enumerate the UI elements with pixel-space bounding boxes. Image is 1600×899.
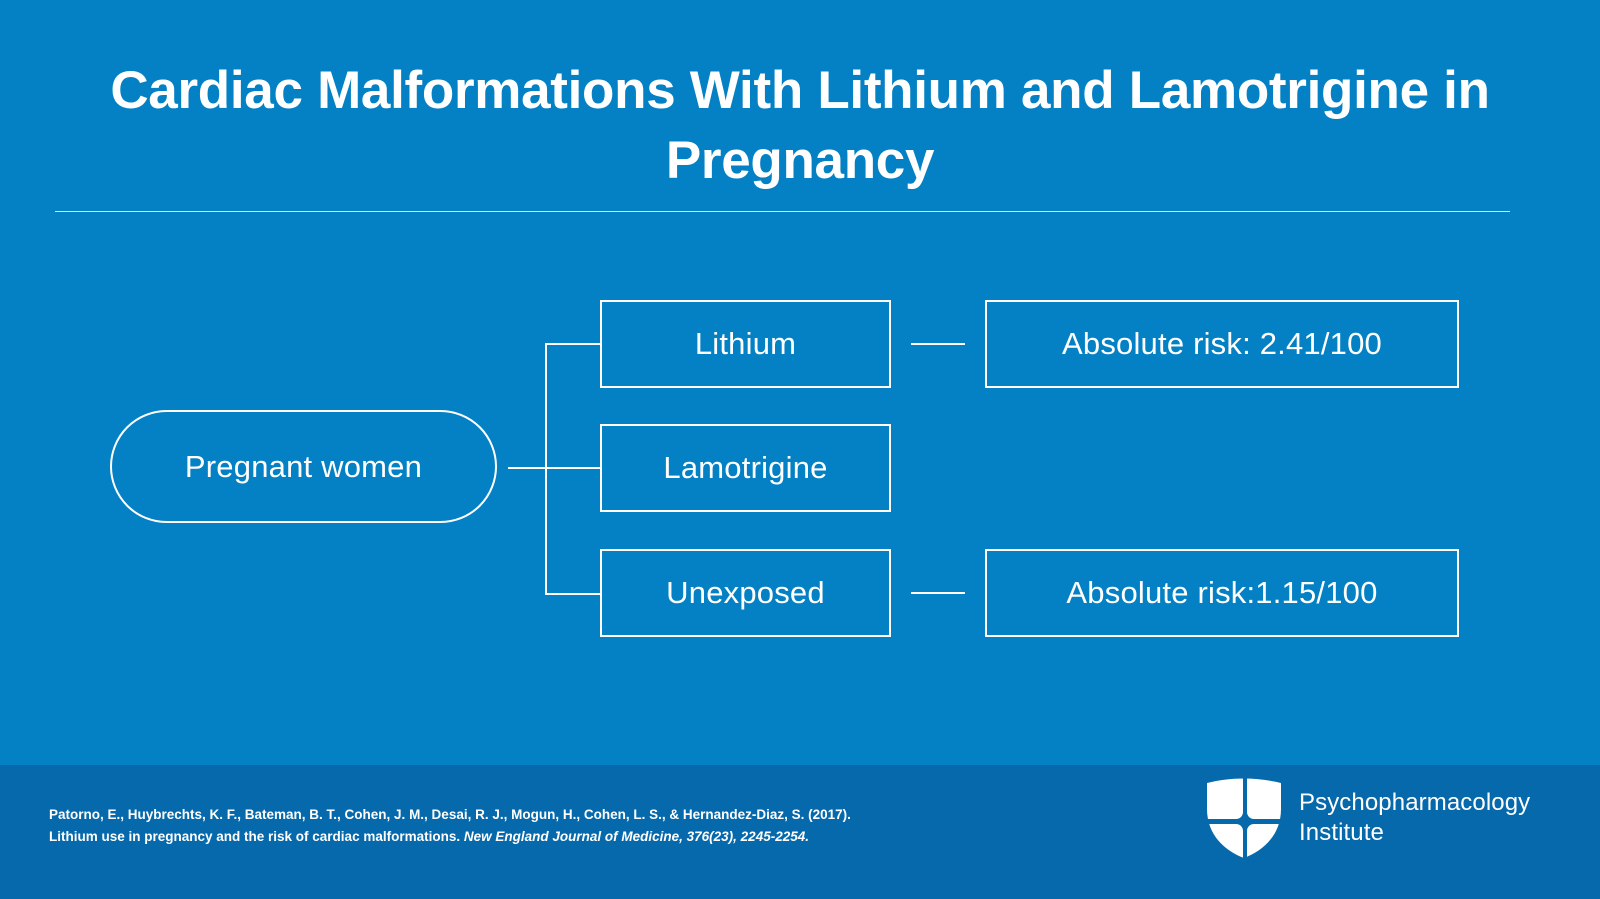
shield-cross-icon [1207, 778, 1281, 858]
citation-article-title: Lithium use in pregnancy and the risk of… [49, 828, 461, 844]
connector-bracket-to-lamotrigine [545, 467, 600, 469]
node-unexposed-absolute-risk-label: Absolute risk:1.15/100 [1066, 575, 1378, 610]
flowchart-diagram: Pregnant women Lithium Lamotrigine Unexp… [110, 300, 1459, 637]
brand-name-line2: Institute [1299, 819, 1384, 846]
citation-journal: New England Journal of Medicine [463, 828, 680, 844]
node-lithium: Lithium [600, 300, 891, 388]
connector-bracket-spine [545, 343, 547, 595]
connector-bracket-to-lithium [545, 343, 600, 345]
brand-logo: Psychopharmacology Institute [1205, 777, 1530, 859]
title-divider [55, 211, 1510, 212]
node-lamotrigine: Lamotrigine [600, 424, 891, 512]
citation-text: Patorno, E., Huybrechts, K. F., Bateman,… [49, 804, 949, 848]
node-pregnant-women-label: Pregnant women [184, 448, 423, 484]
node-lamotrigine-label: Lamotrigine [663, 450, 828, 485]
connector-unexposed-to-result [911, 592, 965, 594]
node-pregnant-women: Pregnant women [110, 410, 497, 523]
node-unexposed: Unexposed [600, 549, 891, 637]
node-lithium-absolute-risk: Absolute risk: 2.41/100 [985, 300, 1459, 388]
connector-lithium-to-result [911, 343, 965, 345]
connector-bracket-to-unexposed [545, 593, 600, 595]
node-unexposed-absolute-risk: Absolute risk:1.15/100 [985, 549, 1459, 637]
page-title: Cardiac Malformations With Lithium and L… [110, 61, 1490, 191]
node-lithium-label: Lithium [694, 326, 797, 361]
footer-band [0, 765, 1600, 899]
citation-authors: Patorno, E., Huybrechts, K. F., Bateman,… [49, 807, 851, 822]
brand-name-line1: Psychopharmacology [1299, 789, 1531, 817]
node-unexposed-label: Unexposed [666, 575, 825, 610]
citation-volume-pages: , 376(23), 2245-2254. [679, 828, 809, 844]
node-lithium-absolute-risk-label: Absolute risk: 2.41/100 [1062, 326, 1382, 361]
brand-name: Psychopharmacology Institute [1299, 788, 1530, 848]
